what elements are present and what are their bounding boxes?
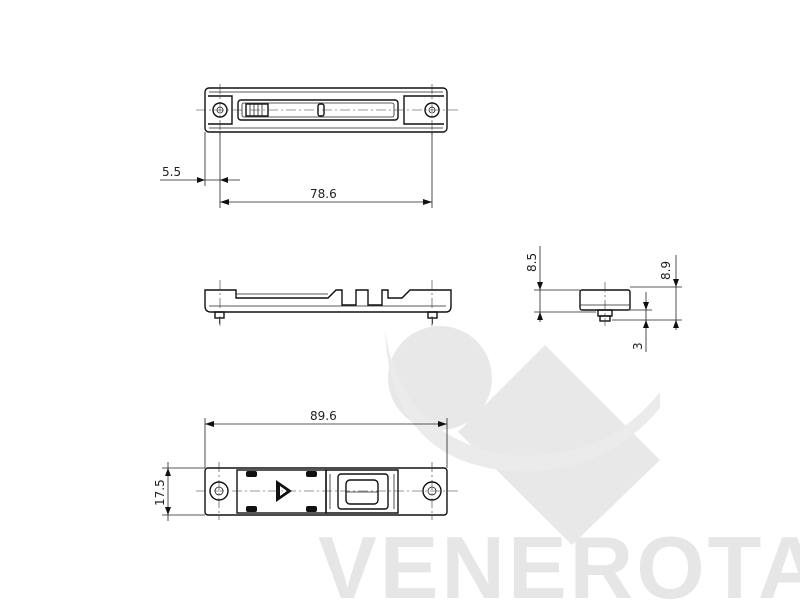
dim-width-label: 17.5 xyxy=(153,479,167,506)
bottom-view: 89.6 17.5 xyxy=(153,409,458,521)
venerota-logo-icon xyxy=(385,326,660,545)
top-view: 5.5 78.6 xyxy=(160,84,458,208)
side-view xyxy=(204,280,452,326)
dim-hole-spacing-label: 78.6 xyxy=(310,187,337,201)
dim-pin-label: 3 xyxy=(631,342,645,350)
dim-height-right-label: 8.9 xyxy=(659,261,673,280)
end-view: 8.5 8.9 3 xyxy=(525,246,682,352)
watermark-brand: VENEROTA xyxy=(318,518,800,600)
dim-offset-label: 5.5 xyxy=(162,165,181,179)
dim-length-label: 89.6 xyxy=(310,409,337,423)
dim-height-left-label: 8.5 xyxy=(525,253,539,272)
arrow-mark-icon xyxy=(276,480,292,502)
